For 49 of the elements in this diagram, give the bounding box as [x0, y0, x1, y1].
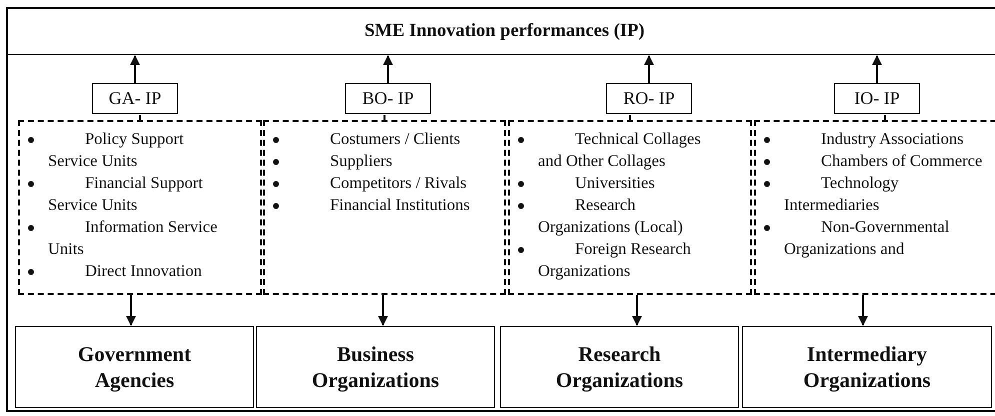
organization-box	[742, 326, 992, 408]
list-item: Costumers / Clients	[330, 129, 460, 148]
list-item: Technical Collages and Other Collages	[538, 129, 701, 170]
list-item: Chambers of Commerce	[821, 151, 982, 170]
connector-line	[629, 115, 631, 120]
organization-box	[500, 326, 739, 408]
connector-line	[384, 115, 386, 120]
ip-label: GA- IP	[108, 88, 162, 109]
connector-line	[884, 115, 886, 120]
ip-label: RO- IP	[623, 88, 675, 109]
ip-box	[834, 83, 920, 114]
arrow	[872, 55, 882, 83]
organization-label: Research Organizations	[554, 341, 684, 393]
organization-label: Intermediary Organizations	[802, 341, 932, 393]
connector-line	[139, 115, 141, 120]
dashed-list-box	[508, 120, 752, 295]
arrow	[130, 55, 140, 83]
ip-label: BO- IP	[362, 88, 414, 109]
organization-label: Business Organizations	[310, 341, 440, 393]
ip-box	[92, 83, 178, 114]
arrow	[126, 295, 136, 326]
list-item: Competitors / Rivals	[330, 173, 467, 192]
list-item: Financial Institutions	[330, 195, 470, 214]
arrow	[858, 295, 868, 326]
list-item: Non-Governmental Organizations and	[784, 217, 950, 258]
title-text: SME Innovation performances (IP)	[364, 20, 645, 42]
list-item: Information Service Units	[48, 217, 218, 258]
arrow	[383, 55, 393, 83]
arrow	[644, 55, 654, 83]
organization-label: Government Agencies	[76, 341, 192, 393]
ip-box	[345, 83, 431, 114]
ip-box	[606, 83, 692, 114]
list-item: Policy Support Service Units	[48, 129, 184, 170]
arrow	[378, 295, 388, 326]
dashed-list-box	[18, 120, 262, 295]
dashed-list-box	[754, 120, 995, 295]
list-item: Industry Associations	[821, 129, 964, 148]
arrow	[632, 295, 642, 326]
list-item: Foreign Research Organizations	[538, 239, 691, 280]
organization-box	[15, 326, 254, 408]
ip-label: IO- IP	[854, 88, 900, 109]
list-item: Universities	[575, 173, 655, 192]
list-item: Financial Support Service Units	[48, 173, 203, 214]
list-item: Technology Intermediaries	[784, 173, 899, 214]
list-item: Research Organizations (Local)	[538, 195, 683, 236]
organization-box	[256, 326, 495, 408]
list-item: Suppliers	[330, 151, 392, 170]
dashed-list-box	[263, 120, 506, 295]
list-item: Direct Innovation	[85, 261, 202, 280]
